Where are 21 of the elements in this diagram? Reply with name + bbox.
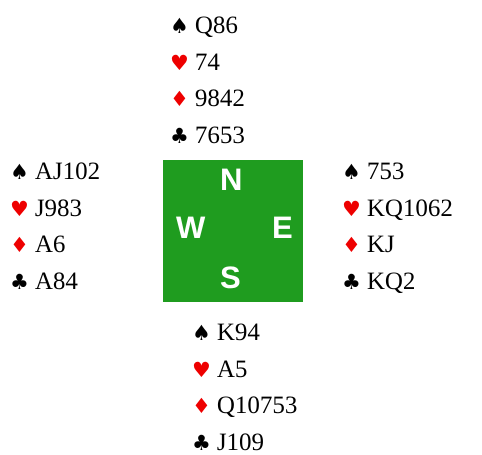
- suit-holding: ♥ KQ1062: [342, 194, 453, 224]
- suit-holding: ♣ A84: [10, 266, 78, 296]
- compass-letter: E: [272, 212, 293, 244]
- suit-holding: ♦ 9842: [170, 84, 245, 114]
- compass-letter: W: [176, 212, 206, 244]
- compass-box: [163, 160, 303, 302]
- suit-holding: ♥ 74: [170, 48, 220, 78]
- suit-holding: ♦ Q10753: [192, 391, 298, 421]
- compass-letter: S: [220, 262, 241, 294]
- suit-holding: ♣ J109: [192, 428, 264, 455]
- suit-holding: ♠ AJ102: [10, 157, 100, 187]
- suit-holding: ♠ 753: [342, 157, 404, 187]
- suit-holding: ♣ 7653: [170, 120, 245, 150]
- suit-holding: ♦ A6: [10, 230, 66, 260]
- suit-holding: ♥ J983: [10, 194, 82, 224]
- suit-holding: ♦ KJ: [342, 230, 395, 260]
- compass-letter: N: [220, 164, 242, 196]
- suit-holding: ♣ KQ2: [342, 266, 416, 296]
- suit-holding: ♠ Q86: [170, 11, 238, 41]
- suit-holding: ♠ K94: [192, 318, 260, 348]
- suit-holding: ♥ A5: [192, 354, 248, 384]
